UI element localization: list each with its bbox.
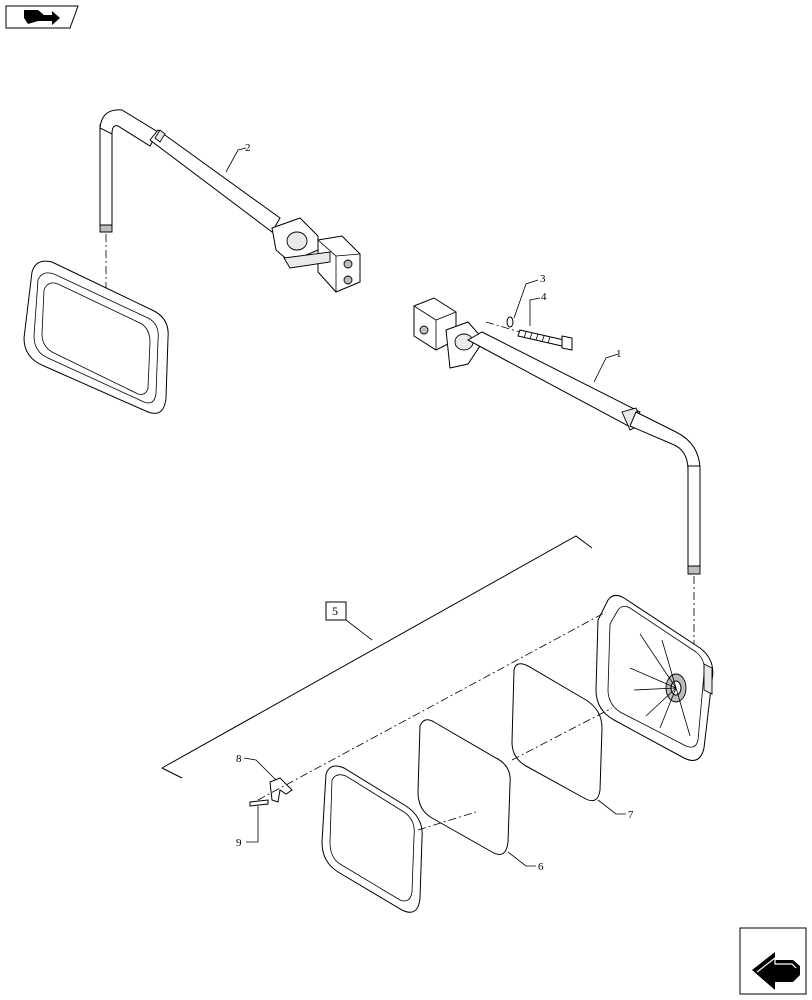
kit-bracket-line: [161, 535, 593, 779]
leader-3: [513, 279, 539, 319]
glass-axis-line-6: [417, 811, 477, 831]
callout-6: 6: [538, 861, 544, 873]
leader-6: [507, 851, 536, 867]
callout-3: 3: [540, 273, 546, 285]
next-page-arrow-icon[interactable]: [739, 927, 807, 995]
mirror-bezel: [321, 765, 423, 913]
callout-2: 2: [245, 142, 251, 154]
callout-9: 9: [236, 837, 242, 849]
leader-8: [243, 757, 277, 781]
leader-1: [593, 353, 619, 383]
leader-4: [529, 297, 541, 326]
bolt-axis-line: [485, 321, 521, 333]
mirror-housing: [595, 594, 714, 761]
mirror-arm-right: [413, 297, 701, 575]
kit-axis-line: [257, 611, 607, 801]
washer: [506, 316, 514, 328]
clip: [269, 777, 293, 803]
leader-5: [345, 619, 373, 641]
callout-1: 1: [616, 348, 622, 360]
callout-4: 4: [541, 291, 547, 303]
leader-9: [246, 806, 259, 843]
mirror-glass-7: [511, 663, 603, 802]
leader-7: [597, 799, 626, 815]
screw: [249, 799, 269, 807]
glass-axis-line-7: [511, 707, 613, 761]
mirror-left: [23, 260, 169, 414]
callout-5-box: [325, 601, 347, 621]
leader-2: [225, 147, 247, 173]
mirror-glass-6: [417, 719, 511, 855]
bolt: [517, 329, 573, 351]
callout-8: 8: [236, 753, 242, 765]
callout-7: 7: [628, 809, 634, 821]
mirror-arm-left: [99, 109, 361, 293]
callout-5: 5: [332, 604, 338, 618]
book-arrow-icon[interactable]: [5, 5, 79, 29]
